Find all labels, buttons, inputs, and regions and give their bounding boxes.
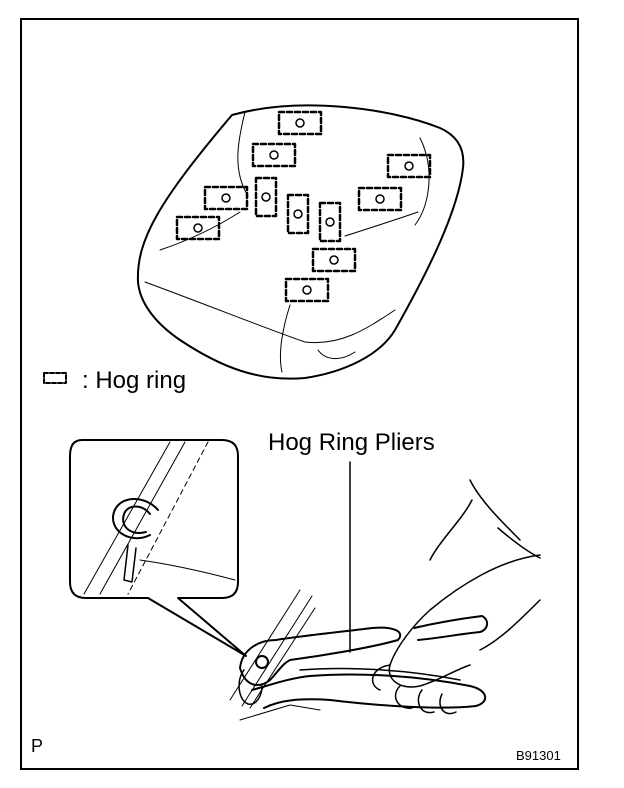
legend-text: Hog ring	[95, 367, 187, 394]
hog-ring-marker	[251, 142, 297, 168]
hog-ring-marker	[318, 201, 342, 243]
figure-frame	[20, 18, 579, 770]
hog-ring-marker	[203, 185, 249, 211]
hog-ring-marker	[284, 277, 330, 303]
hand-and-sleeve	[371, 479, 541, 715]
seat-cushion	[136, 104, 465, 380]
hog-ring-marker	[277, 110, 323, 136]
hog-ring-marker	[286, 193, 310, 235]
hog-ring-bracket-icon	[43, 372, 67, 384]
hog-ring-markers	[175, 110, 432, 303]
legend-colon: :	[82, 367, 89, 394]
corner-letter: P	[31, 736, 44, 756]
legend-label: : Hog ring	[82, 369, 186, 393]
detail-callout	[69, 439, 247, 657]
hog-ring-glyphs	[193, 118, 414, 295]
hog-ring-marker	[311, 247, 357, 273]
hog-ring-marker	[254, 176, 278, 218]
pliers-callout-label: Hog Ring Pliers	[268, 429, 435, 456]
hog-ring-pliers	[238, 615, 488, 709]
hog-ring-marker	[386, 153, 432, 179]
figure-code: B91301	[516, 748, 561, 763]
hog-ring-marker	[357, 186, 403, 212]
hog-ring-marker	[175, 215, 221, 241]
